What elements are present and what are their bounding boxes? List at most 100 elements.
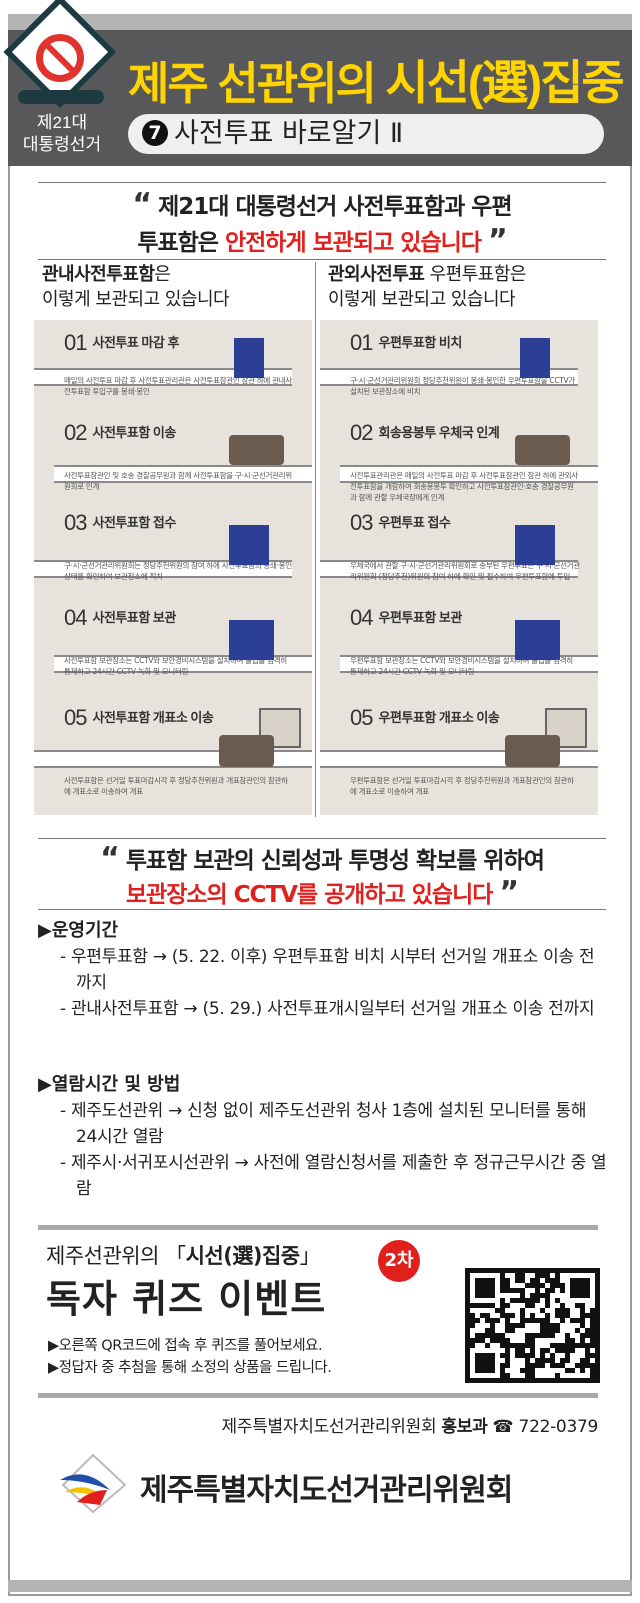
vehicle-illustration [515, 435, 570, 465]
section-heading: ▶열람시간 및 방법 [38, 1074, 181, 1095]
vehicle-illustration [229, 435, 284, 465]
step-description: 사전투표관리관은 매일의 사전투표 마감 후 사전투표참관인 참관 하에 관외사… [350, 471, 578, 502]
operating-period-section: ▶운영기간 우편투표함 → (5. 22. 이후) 우편투표함 비치 시부터 선… [38, 918, 608, 1022]
quote1-line2-black: 투표함은 [137, 230, 225, 256]
step-number: 03 [350, 510, 374, 535]
title-bold: 시선(選)집중 [385, 56, 624, 109]
step-description: 매일의 사전투표 마감 후 사전투표관리관은 사전투표참관인 참관 하에 관내사… [64, 376, 292, 396]
logo-base [18, 90, 104, 104]
contact-dept: 홍보과 [441, 1417, 488, 1437]
viewing-item: 제주도선관위 → 신청 없이 제주도선관위 청사 1층에 설치된 모니터를 통해… [38, 1098, 608, 1150]
quote-open: “ [100, 841, 120, 876]
road-segment [54, 465, 312, 483]
right-heading-rest: 우편투표함은 [424, 264, 527, 285]
quote-cctv: “ 투표함 보관의 신뢰성과 투명성 확보를 위하여 보관장소의 CCTV를 공… [38, 838, 606, 910]
ballot-box-illustration [520, 338, 550, 378]
step-number: 01 [64, 330, 88, 355]
right-heading-bold: 관외사전투표 [328, 264, 425, 285]
left-heading-rest: 은 [154, 264, 171, 285]
step-description: 우편투표함 보관장소는 CCTV와 보안경비시스템을 설치하여 출입을 엄격히 … [350, 656, 573, 676]
viewing-section: ▶열람시간 및 방법 제주도선관위 → 신청 없이 제주도선관위 청사 1층에 … [38, 1072, 608, 1202]
quote1-line2-red: 안전하게 보관되고 있습니다 [224, 230, 482, 256]
quote-open: “ [132, 187, 152, 222]
right-column-heading: 관외사전투표 우편투표함은 이렇게 보관되고 있습니다 [328, 262, 608, 312]
road-segment [320, 560, 578, 578]
cctv-storage-illustration [515, 620, 560, 660]
page-title: 제주 선관위의 시선(選)집중 [128, 44, 625, 113]
step-title: 사전투표함 개표소 이송 [92, 710, 214, 725]
phone-icon: ☎ [492, 1417, 514, 1437]
election-line2: 대통령선거 [22, 135, 102, 154]
quiz-bullet: ▶정답자 중 추첨을 통해 소정의 상품을 드립니다. [48, 1360, 332, 1376]
ballot-box-illustration [229, 525, 269, 565]
right-heading-line2: 이렇게 보관되고 있습니다 [328, 289, 516, 310]
cctv-storage-illustration [229, 620, 274, 660]
step-description: 사전투표함 보관장소는 CCTV와 보안경비시스템을 설치하여 출입을 엄격히 … [64, 656, 287, 676]
quiz-subtitle: 제주선관위의 「시선(選)집중」 [46, 1240, 321, 1270]
step-number: 04 [350, 605, 374, 630]
quiz-bold: 시선(選)집중 [185, 1244, 300, 1268]
road-segment [320, 368, 578, 386]
step-description: 구·시·군선거관리위원회 정당추천위원이 봉쇄·봉인한 우편투표함을 CCTV가… [350, 376, 575, 396]
step-heading: 04 우편투표함 보관 [350, 605, 462, 631]
column-divider [315, 262, 316, 817]
building-illustration [545, 708, 587, 748]
footer-org-name: 제주특별자치도선거관리위원회 [140, 1473, 513, 1508]
contact-phone: 722-0379 [518, 1417, 599, 1437]
step-description: 우편투표함은 선거일 투표마감시각 후 정당추천위원과 개표참관인의 참관하에 … [350, 776, 574, 796]
step-number: 05 [350, 705, 374, 730]
subtitle: 사전투표 바로알기 Ⅱ [174, 118, 404, 149]
quote-close: ” [499, 875, 519, 910]
bus-illustration [505, 735, 560, 767]
top-strip [8, 14, 632, 30]
step-heading: 01 우편투표함 비치 [350, 330, 462, 356]
step-title: 우편투표함 개표소 이송 [378, 710, 500, 725]
road-segment [340, 465, 598, 483]
qr-code[interactable] [465, 1268, 600, 1383]
step-title: 우편투표함 보관 [378, 610, 462, 625]
step-title: 우편투표함 비치 [378, 335, 462, 350]
election-label: 제21대 대통령선거 [12, 112, 112, 156]
quote2-line1: 투표함 보관의 신뢰성과 투명성 확보를 위하여 [125, 848, 545, 874]
left-column-heading: 관내사전투표함은 이렇게 보관되고 있습니다 [42, 262, 322, 312]
period-item: 관내사전투표함 → (5. 29.) 사전투표개시일부터 선거일 개표소 이송 … [38, 996, 608, 1022]
election-line1: 제21대 [36, 113, 88, 132]
left-heading-bold: 관내사전투표함 [42, 264, 155, 285]
step-description: 구·시·군선거관리위원회는 정당추천위원의 참여 하에 사전투표함의 봉쇄·봉인… [64, 561, 292, 581]
quiz-suffix: 」 [299, 1244, 321, 1268]
ballot-box-illustration [234, 338, 264, 378]
period-item: 우편투표함 → (5. 22. 이후) 우편투표함 비치 시부터 선거일 개표소… [38, 944, 608, 996]
quiz-prefix: 제주선관위의 「 [46, 1244, 186, 1268]
step-title: 사전투표함 이송 [92, 425, 176, 440]
step-number: 01 [350, 330, 374, 355]
divider [38, 1393, 598, 1398]
road-segment [34, 368, 292, 386]
step-number: 04 [64, 605, 88, 630]
step-title: 사전투표함 접수 [92, 515, 176, 530]
step-number: 02 [350, 420, 374, 445]
series-number: 7 [142, 120, 168, 146]
viewing-item: 제주시·서귀포시선관위 → 사전에 열람신청서를 제출한 후 정규근무시간 중 … [38, 1150, 608, 1202]
quiz-title: 독자 퀴즈 이벤트 [46, 1277, 327, 1321]
contact-line: 제주특별자치도선거관리위원회 홍보과 ☎ 722-0379 [221, 1412, 599, 1437]
step-description: 우체국에서 관할 구·시·군선거관리위원회로 송부된 우편투표는 구·시·군선거… [350, 561, 580, 581]
quote-safe-storage: “ 제21대 대통령선거 사전투표함과 우편 투표함은 안전하게 보관되고 있습… [38, 182, 606, 260]
commission-logo [60, 1453, 127, 1514]
step-description: 사전투표참관인 및 호송 경찰공무원과 함께 사전투표함을 구·시·군선거관리위… [64, 471, 292, 491]
round-badge: 2차 [378, 1240, 420, 1282]
contact-org: 제주특별자치도선거관리위원회 [221, 1417, 442, 1437]
road-segment [34, 560, 292, 578]
bottom-bar [8, 1580, 632, 1592]
ballot-box-illustration [515, 525, 555, 565]
title-regular: 제주 선관위의 [128, 58, 386, 109]
step-heading: 05 우편투표함 개표소 이송 [350, 705, 500, 731]
divider [38, 1225, 598, 1230]
left-heading-line2: 이렇게 보관되고 있습니다 [42, 289, 230, 310]
